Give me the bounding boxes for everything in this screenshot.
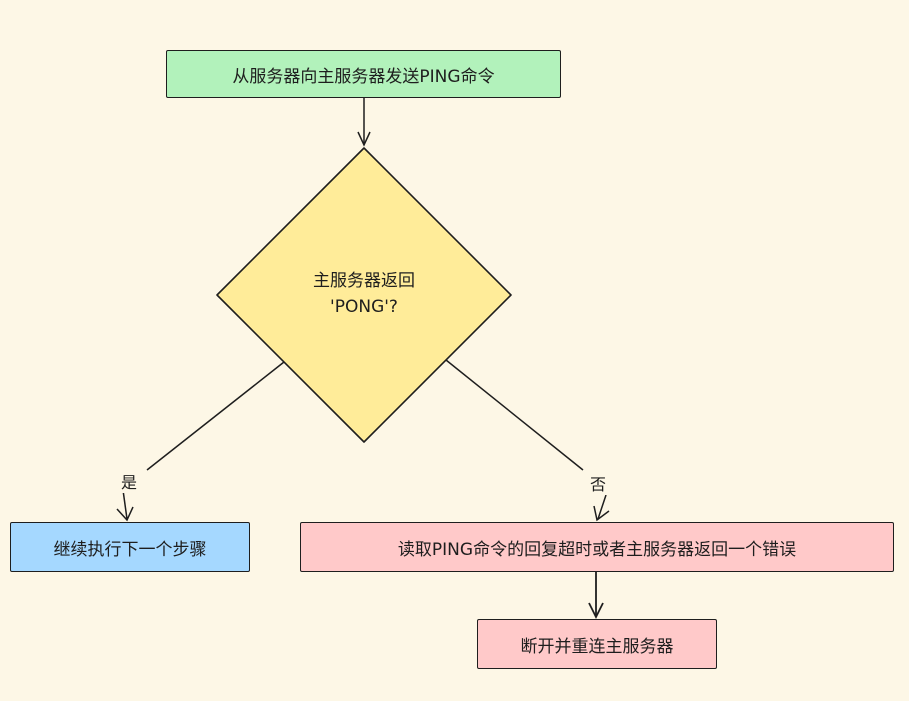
yes-node: 继续执行下一个步骤 <box>10 522 250 572</box>
arrow-decision-to-no <box>445 359 584 471</box>
arrow-no-label-to-no-box <box>597 494 607 520</box>
no-node: 读取PING命令的回复超时或者主服务器返回一个错误 <box>300 522 894 572</box>
yes-edge-label: 是 <box>119 469 140 493</box>
decision-label: 主服务器返回 'PONG'? <box>264 268 464 320</box>
decision-label-line2: 'PONG'? <box>330 297 398 317</box>
decision-label-line1: 主服务器返回 <box>313 271 415 291</box>
yes-node-label: 继续执行下一个步骤 <box>53 539 207 560</box>
arrowhead-no-to-final <box>588 602 604 620</box>
arrowhead-start-to-decision <box>357 131 371 147</box>
arrow-yes-label-to-yes-box <box>122 489 128 520</box>
arrow-decision-to-yes <box>146 361 285 471</box>
final-node: 断开并重连主服务器 <box>477 619 717 669</box>
start-node-label: 从服务器向主服务器发送PING命令 <box>232 66 495 87</box>
arrowhead-no <box>593 505 610 522</box>
start-node: 从服务器向主服务器发送PING命令 <box>166 50 561 98</box>
arrowhead-yes <box>116 506 134 522</box>
final-node-label: 断开并重连主服务器 <box>520 636 674 657</box>
no-node-label: 读取PING命令的回复超时或者主服务器返回一个错误 <box>397 539 797 560</box>
no-edge-label: 否 <box>588 471 609 495</box>
decision-diamond <box>216 147 512 443</box>
